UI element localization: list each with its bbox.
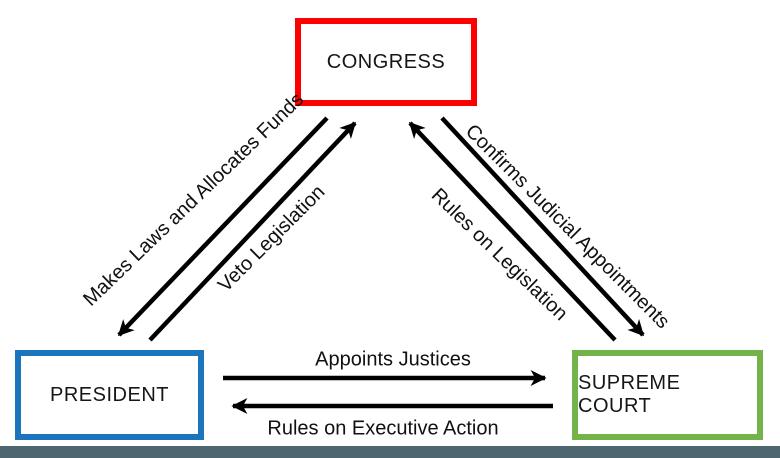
arrow-congress-to-president bbox=[117, 116, 329, 337]
arrow-supreme-court-to-congress bbox=[408, 121, 617, 342]
slide-footer-bar bbox=[0, 446, 780, 458]
edge-label-rules-on-executive-action: Rules on Executive Action bbox=[267, 417, 499, 440]
congress-label: CONGRESS bbox=[326, 50, 446, 73]
arrow-congress-to-supreme-court bbox=[440, 116, 645, 337]
edge-label-appoints-justices: Appoints Justices bbox=[315, 348, 471, 371]
congress-box: CONGRESS bbox=[295, 18, 477, 106]
supreme-court-box: SUPREME COURT bbox=[572, 350, 763, 440]
president-box: PRESIDENT bbox=[15, 350, 204, 440]
president-label: PRESIDENT bbox=[50, 383, 169, 406]
arrow-president-to-congress bbox=[148, 121, 357, 342]
supreme-court-label: SUPREME COURT bbox=[578, 372, 681, 417]
